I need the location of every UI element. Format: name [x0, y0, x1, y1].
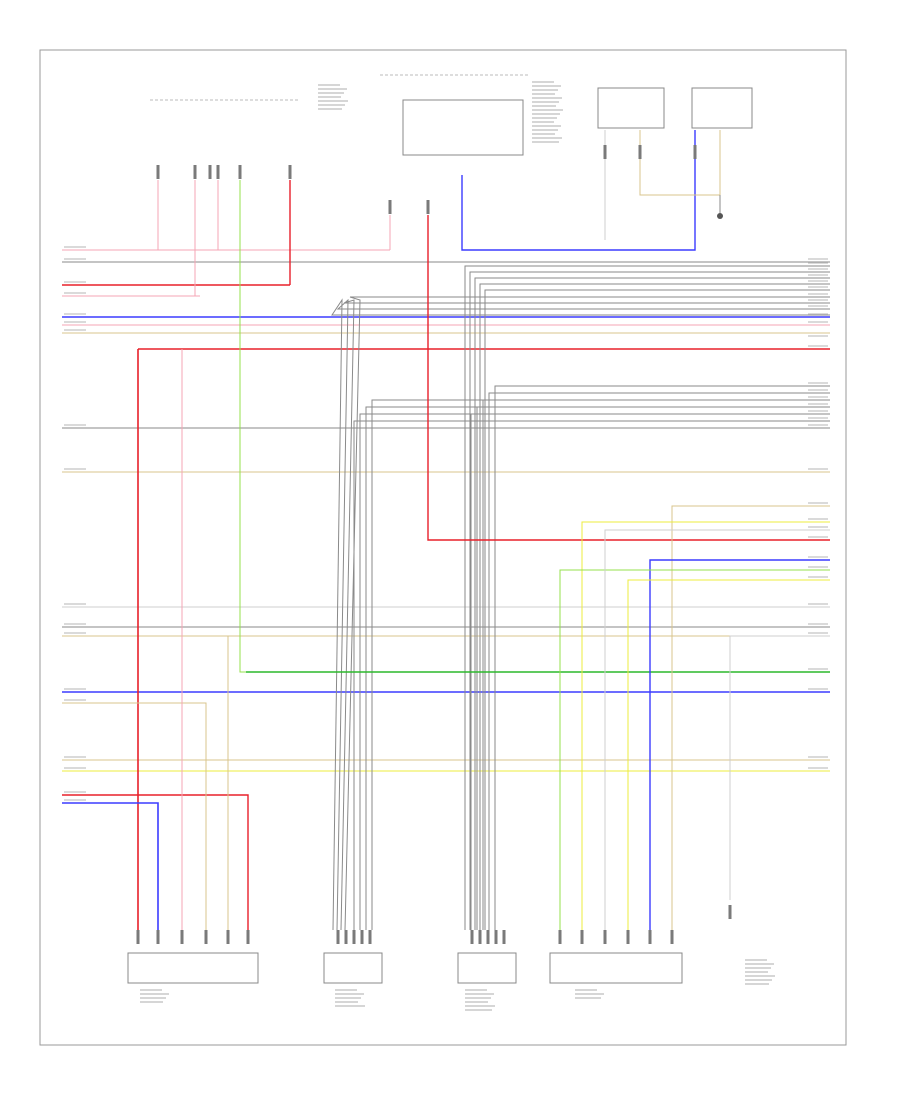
bundle-wire-a: [474, 277, 830, 930]
relay-connector: [638, 145, 642, 159]
module-wire: [62, 802, 159, 930]
component-group: [127, 74, 753, 984]
sensor-wire: [559, 569, 830, 930]
sensor-connector: [352, 930, 356, 944]
left-sensor-module: [323, 952, 383, 984]
label-group: [64, 81, 828, 1011]
module-connector: [648, 930, 652, 944]
bundle-wire-b: [340, 299, 830, 931]
module-connector: [246, 930, 250, 944]
ground-connector: [728, 905, 732, 919]
sensor-connector: [344, 930, 348, 944]
module-connector: [156, 930, 160, 944]
top-relay-box-b: [691, 87, 753, 129]
module-connector: [580, 930, 584, 944]
sensor-connector: [478, 930, 482, 944]
fuse-wire: [62, 180, 159, 251]
module-wire: [639, 130, 721, 196]
bundle-wire-d: [365, 406, 830, 930]
fuse-connector: [216, 165, 220, 179]
module-wire: [461, 130, 696, 251]
switch-connector: [388, 200, 392, 214]
center-sensor-module: [457, 952, 517, 984]
module-connector: [603, 930, 607, 944]
bundle-wire-b: [344, 296, 830, 931]
bundle-wire-b: [336, 298, 830, 931]
bundle-wire-d: [353, 420, 830, 930]
right-control-module: [549, 952, 683, 984]
bundle-wire-b: [331, 298, 830, 931]
bundle-wire-c: [476, 406, 830, 930]
bundle-wire-a: [484, 289, 830, 930]
module-connector: [626, 930, 630, 944]
sensor-connector: [360, 930, 364, 944]
left-control-module: [127, 952, 259, 984]
module-connector: [204, 930, 208, 944]
sensor-connector: [502, 930, 506, 944]
ground-point: [717, 213, 723, 219]
bundle-wire-c: [488, 392, 830, 930]
module-connector: [226, 930, 230, 944]
module-connector: [136, 930, 140, 944]
module-connector: [670, 930, 674, 944]
top-switch-box: [402, 99, 524, 156]
relay-connector: [693, 145, 697, 159]
fuse-connector: [288, 165, 292, 179]
module-connector: [180, 930, 184, 944]
fuse-wire: [239, 180, 830, 673]
bundle-wire-c: [494, 385, 830, 930]
module-connector: [558, 930, 562, 944]
bundle-wire-d: [359, 413, 830, 930]
module-wire: [62, 702, 207, 930]
bundle-wire-a: [479, 283, 830, 930]
sensor-wire: [729, 635, 830, 900]
sensor-connector: [470, 930, 474, 944]
module-wire: [62, 794, 249, 930]
bundle-wire-a: [464, 265, 830, 930]
fuse-connector: [193, 165, 197, 179]
sensor-wire: [627, 579, 830, 930]
relay-connector: [603, 145, 607, 159]
sensor-wire: [671, 505, 830, 930]
sensor-wire: [649, 559, 830, 930]
switch-connector: [426, 200, 430, 214]
bundle-wire-c: [482, 399, 830, 930]
bundle-wire-d: [371, 399, 830, 930]
bundle-wire-a: [469, 271, 830, 930]
sensor-wire: [604, 529, 830, 930]
sensor-wire: [581, 521, 830, 930]
sensor-connector: [336, 930, 340, 944]
diagram-frame: [39, 49, 847, 1046]
sensor-connector: [368, 930, 372, 944]
fuse-connector: [238, 165, 242, 179]
sensor-connector: [486, 930, 490, 944]
wire-group: [62, 130, 830, 931]
fuse-connector: [208, 165, 212, 179]
switch-wire: [427, 215, 830, 541]
sensor-connector: [494, 930, 498, 944]
fuse-connector: [156, 165, 160, 179]
top-relay-box-a: [597, 87, 665, 129]
